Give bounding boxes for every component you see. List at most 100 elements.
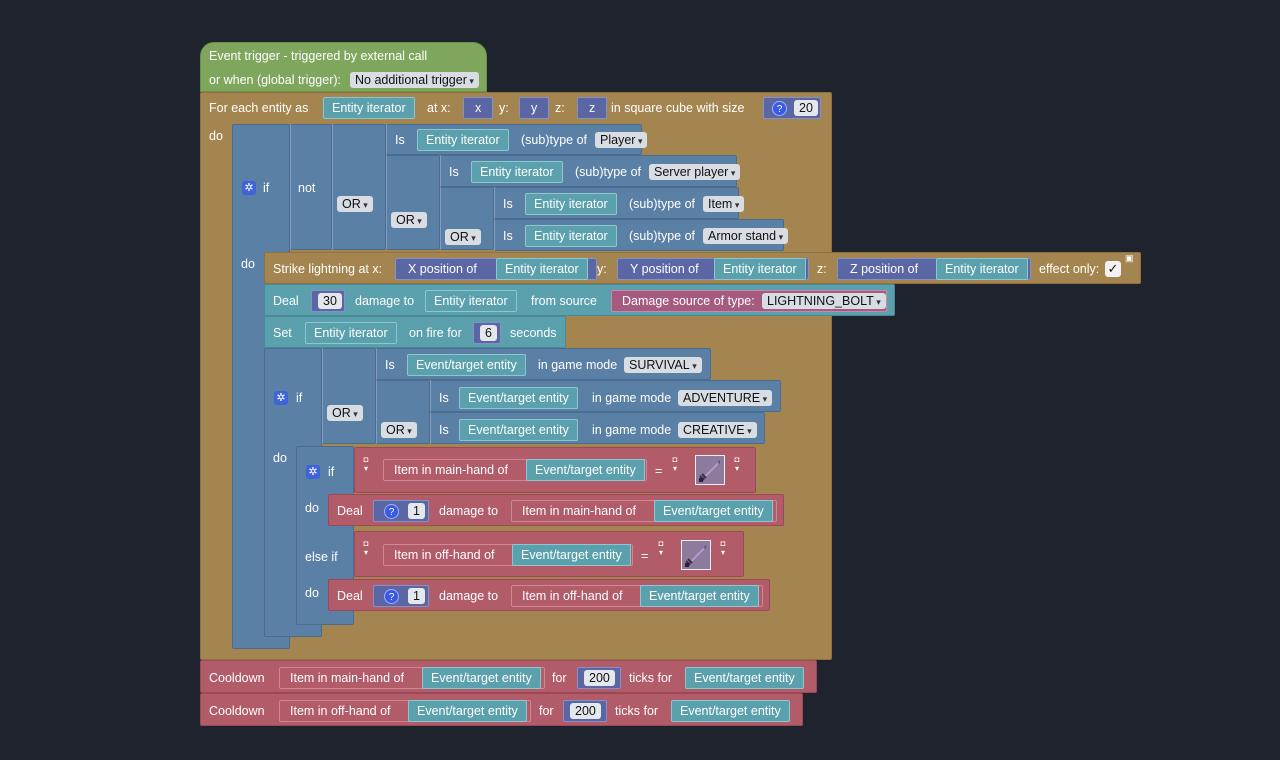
or-dropdown-4[interactable]: OR xyxy=(327,405,363,421)
event-trigger-block[interactable]: Event trigger - triggered by external ca… xyxy=(200,42,487,92)
fire-seconds-block[interactable]: 6 xyxy=(473,322,501,344)
effect-only-checkbox[interactable]: ✓ xyxy=(1105,261,1121,277)
off-hand-item-block[interactable]: Item in off-hand of Event/target entity xyxy=(383,544,633,566)
question-icon[interactable]: ? xyxy=(384,504,399,519)
or-dropdown-3[interactable]: OR xyxy=(445,229,481,245)
entity-iterator-field[interactable]: Entity iterator xyxy=(525,225,617,247)
gear-icon[interactable]: ✲ xyxy=(306,465,320,479)
game-mode-survival-dropdown[interactable]: SURVIVAL xyxy=(624,357,702,373)
game-mode-adventure-dropdown[interactable]: ADVENTURE xyxy=(678,390,773,406)
entity-iterator-field[interactable]: Entity iterator xyxy=(525,193,617,215)
entity-iterator-field[interactable]: Entity iterator xyxy=(417,129,509,151)
question-icon[interactable]: ? xyxy=(384,589,399,604)
damage-source-block[interactable]: Damage source of type: LIGHTNING_BOLT xyxy=(611,290,887,312)
cooldown-off-hand-block[interactable]: Cooldown Item in off-hand of Event/targe… xyxy=(200,693,803,726)
ticks-amount-value[interactable]: 200 xyxy=(584,670,615,686)
target-entity-field[interactable]: Event/target entity xyxy=(654,500,773,522)
cube-size-block[interactable]: ? 20 xyxy=(763,97,821,119)
damage-amount-value[interactable]: 30 xyxy=(318,293,342,309)
or-block-4[interactable]: OR xyxy=(322,348,376,444)
target-entity-field[interactable]: Event/target entity xyxy=(407,354,526,376)
strike-lightning-block[interactable]: Strike lightning at x: X position of Ent… xyxy=(264,252,1141,284)
damage-amount-block[interactable]: ? 1 xyxy=(373,585,429,607)
ticks-amount-block[interactable]: 200 xyxy=(563,700,607,722)
deal-off-hand-block[interactable]: Deal ? 1 damage to Item in off-hand of E… xyxy=(328,579,770,611)
global-trigger-dropdown[interactable]: No additional trigger xyxy=(350,72,479,88)
main-hand-item-block[interactable]: Item in main-hand of Event/target entity xyxy=(383,459,647,481)
gear-icon[interactable]: ✲ xyxy=(274,391,288,405)
netherite-sword-icon[interactable] xyxy=(681,540,711,570)
else-if-label: else if xyxy=(305,550,338,564)
or-block-5[interactable]: OR xyxy=(376,380,430,444)
or-dropdown-1[interactable]: OR xyxy=(337,196,373,212)
off-hand-equals-block[interactable]: ◘▾ Item in off-hand of Event/target enti… xyxy=(354,531,744,577)
gear-icon[interactable]: ✲ xyxy=(242,181,256,195)
main-hand-item-block[interactable]: Item in main-hand of Event/target entity xyxy=(511,500,777,522)
or-block-1[interactable]: OR xyxy=(332,124,386,250)
is-survival-block[interactable]: Is Event/target entity in game mode SURV… xyxy=(376,348,711,380)
ticks-amount-value[interactable]: 200 xyxy=(570,703,601,719)
cooldown-label: Cooldown xyxy=(209,671,265,685)
main-hand-label: Item in main-hand of xyxy=(394,463,508,477)
deal-damage-block[interactable]: Deal 30 damage to Entity iterator from s… xyxy=(264,284,895,316)
target-entity-field[interactable]: Event/target entity xyxy=(408,700,527,722)
cube-size-value[interactable]: 20 xyxy=(794,100,818,116)
or-dropdown-2[interactable]: OR xyxy=(391,212,427,228)
target-entity-field[interactable]: Event/target entity xyxy=(422,667,541,689)
type-armor-stand-dropdown[interactable]: Armor stand xyxy=(703,228,789,244)
y-position-block[interactable]: Y position of Entity iterator xyxy=(617,258,809,280)
target-entity-field[interactable]: Event/target entity xyxy=(512,544,631,566)
type-server-player-dropdown[interactable]: Server player xyxy=(649,164,741,180)
is-adventure-block[interactable]: Is Event/target entity in game mode ADVE… xyxy=(430,380,781,412)
type-player-dropdown[interactable]: Player xyxy=(595,132,648,148)
damage-amount-block[interactable]: 30 xyxy=(311,290,345,312)
off-hand-item-block[interactable]: Item in off-hand of Event/target entity xyxy=(511,585,763,607)
damage-amount-block[interactable]: ? 1 xyxy=(373,500,429,522)
entity-iterator-field[interactable]: Entity iterator xyxy=(425,290,517,312)
damage-amount-value[interactable]: 1 xyxy=(408,503,425,519)
ticks-amount-block[interactable]: 200 xyxy=(577,667,621,689)
main-hand-equals-block[interactable]: ◘▾ Item in main-hand of Event/target ent… xyxy=(354,447,756,493)
for-each-iterator-field[interactable]: Entity iterator xyxy=(323,97,415,119)
not-block[interactable]: not xyxy=(290,124,332,250)
off-hand-item-block[interactable]: Item in off-hand of Event/target entity xyxy=(279,700,531,722)
target-entity-field[interactable]: Event/target entity xyxy=(685,667,804,689)
entity-iterator-field[interactable]: Entity iterator xyxy=(496,258,588,280)
or-block-2[interactable]: OR xyxy=(386,155,440,250)
fire-seconds-value[interactable]: 6 xyxy=(480,325,497,341)
target-entity-field[interactable]: Event/target entity xyxy=(459,419,578,441)
or-block-3[interactable]: OR xyxy=(440,187,494,250)
is-armor-stand-block[interactable]: Is Entity iterator (sub)type of Armor st… xyxy=(494,219,789,251)
entity-iterator-field[interactable]: Entity iterator xyxy=(714,258,806,280)
or-dropdown-5[interactable]: OR xyxy=(381,422,417,438)
netherite-sword-icon[interactable] xyxy=(695,455,725,485)
main-hand-item-block[interactable]: Item in main-hand of Event/target entity xyxy=(279,667,545,689)
type-item-dropdown[interactable]: Item xyxy=(703,196,745,212)
is-item-block[interactable]: Is Entity iterator (sub)type of Item xyxy=(494,187,745,219)
set-on-fire-block[interactable]: Set Entity iterator on fire for 6 second… xyxy=(264,316,566,348)
cooldown-main-hand-block[interactable]: Cooldown Item in main-hand of Event/targ… xyxy=(200,660,817,693)
is-creative-block[interactable]: Is Event/target entity in game mode CREA… xyxy=(430,412,765,444)
entity-iterator-field[interactable]: Entity iterator xyxy=(305,322,397,344)
deal-main-hand-block[interactable]: Deal ? 1 damage to Item in main-hand of … xyxy=(328,494,784,526)
x-variable[interactable]: x xyxy=(463,97,494,119)
is-server-player-block[interactable]: Is Entity iterator (sub)type of Server p… xyxy=(440,155,741,187)
x-position-block[interactable]: X position of Entity iterator xyxy=(395,258,597,280)
game-mode-creative-dropdown[interactable]: CREATIVE xyxy=(678,422,757,438)
z-variable[interactable]: z xyxy=(577,97,608,119)
is-player-block[interactable]: Is Entity iterator (sub)type of Player xyxy=(386,124,648,155)
else-if-do-label: do xyxy=(305,586,319,600)
target-entity-field[interactable]: Event/target entity xyxy=(640,585,759,607)
question-icon[interactable]: ? xyxy=(772,101,787,116)
subtype-of-label: (sub)type of xyxy=(575,165,642,179)
damage-amount-value[interactable]: 1 xyxy=(408,588,425,604)
entity-iterator-field[interactable]: Entity iterator xyxy=(471,161,563,183)
z-position-block[interactable]: Z position of Entity iterator xyxy=(837,258,1031,280)
target-entity-field[interactable]: Event/target entity xyxy=(459,387,578,409)
entity-iterator-field[interactable]: Entity iterator xyxy=(936,258,1028,280)
target-entity-field[interactable]: Event/target entity xyxy=(526,459,645,481)
comment-icon[interactable]: ▣ xyxy=(1125,253,1134,263)
y-variable[interactable]: y xyxy=(519,97,550,119)
target-entity-field[interactable]: Event/target entity xyxy=(671,700,790,722)
damage-source-dropdown[interactable]: LIGHTNING_BOLT xyxy=(762,293,886,309)
